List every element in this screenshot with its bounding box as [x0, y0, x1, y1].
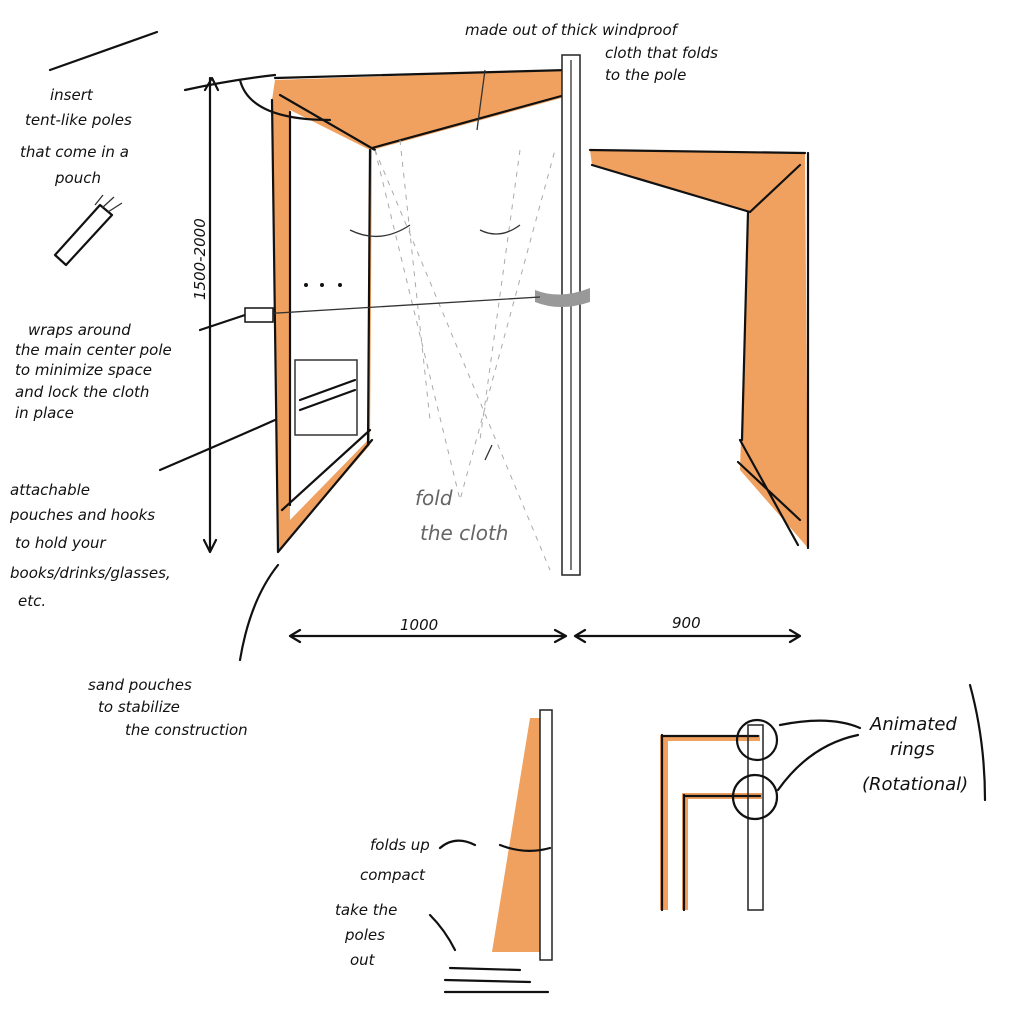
- wrap-strap-icon: [535, 288, 590, 307]
- take-out-note: take the poles out: [335, 901, 402, 969]
- pole-icon: [48, 30, 159, 72]
- width-left-dimension: 1000: [400, 616, 438, 634]
- left-cloth-panel: [270, 68, 570, 554]
- pole-pouch-icon: [53, 194, 123, 267]
- pouches-note: attachable pouches and hooks to hold you…: [9, 481, 175, 610]
- wraps-note: wraps around the main center pole to min…: [15, 321, 177, 422]
- folds-up-note: folds up compact: [360, 836, 435, 884]
- rotation-diagram: [660, 683, 987, 912]
- cloth-note: made out of thick windproof cloth that f…: [465, 21, 723, 84]
- right-cloth-panel: [588, 148, 810, 550]
- height-dimension: 1500-2000: [191, 218, 209, 300]
- sand-note: sand pouches to stabilize the constructi…: [88, 676, 248, 739]
- folded-panel: [428, 709, 553, 994]
- rings-note: Animated rings (Rotational): [862, 714, 968, 795]
- fold-note: fold the cloth: [415, 486, 509, 545]
- width-right-dimension: 900: [672, 614, 701, 632]
- poles-note: insert tent-like poles that come in a po…: [20, 86, 137, 187]
- center-pole: [535, 54, 590, 576]
- pouch-icon: [294, 359, 358, 436]
